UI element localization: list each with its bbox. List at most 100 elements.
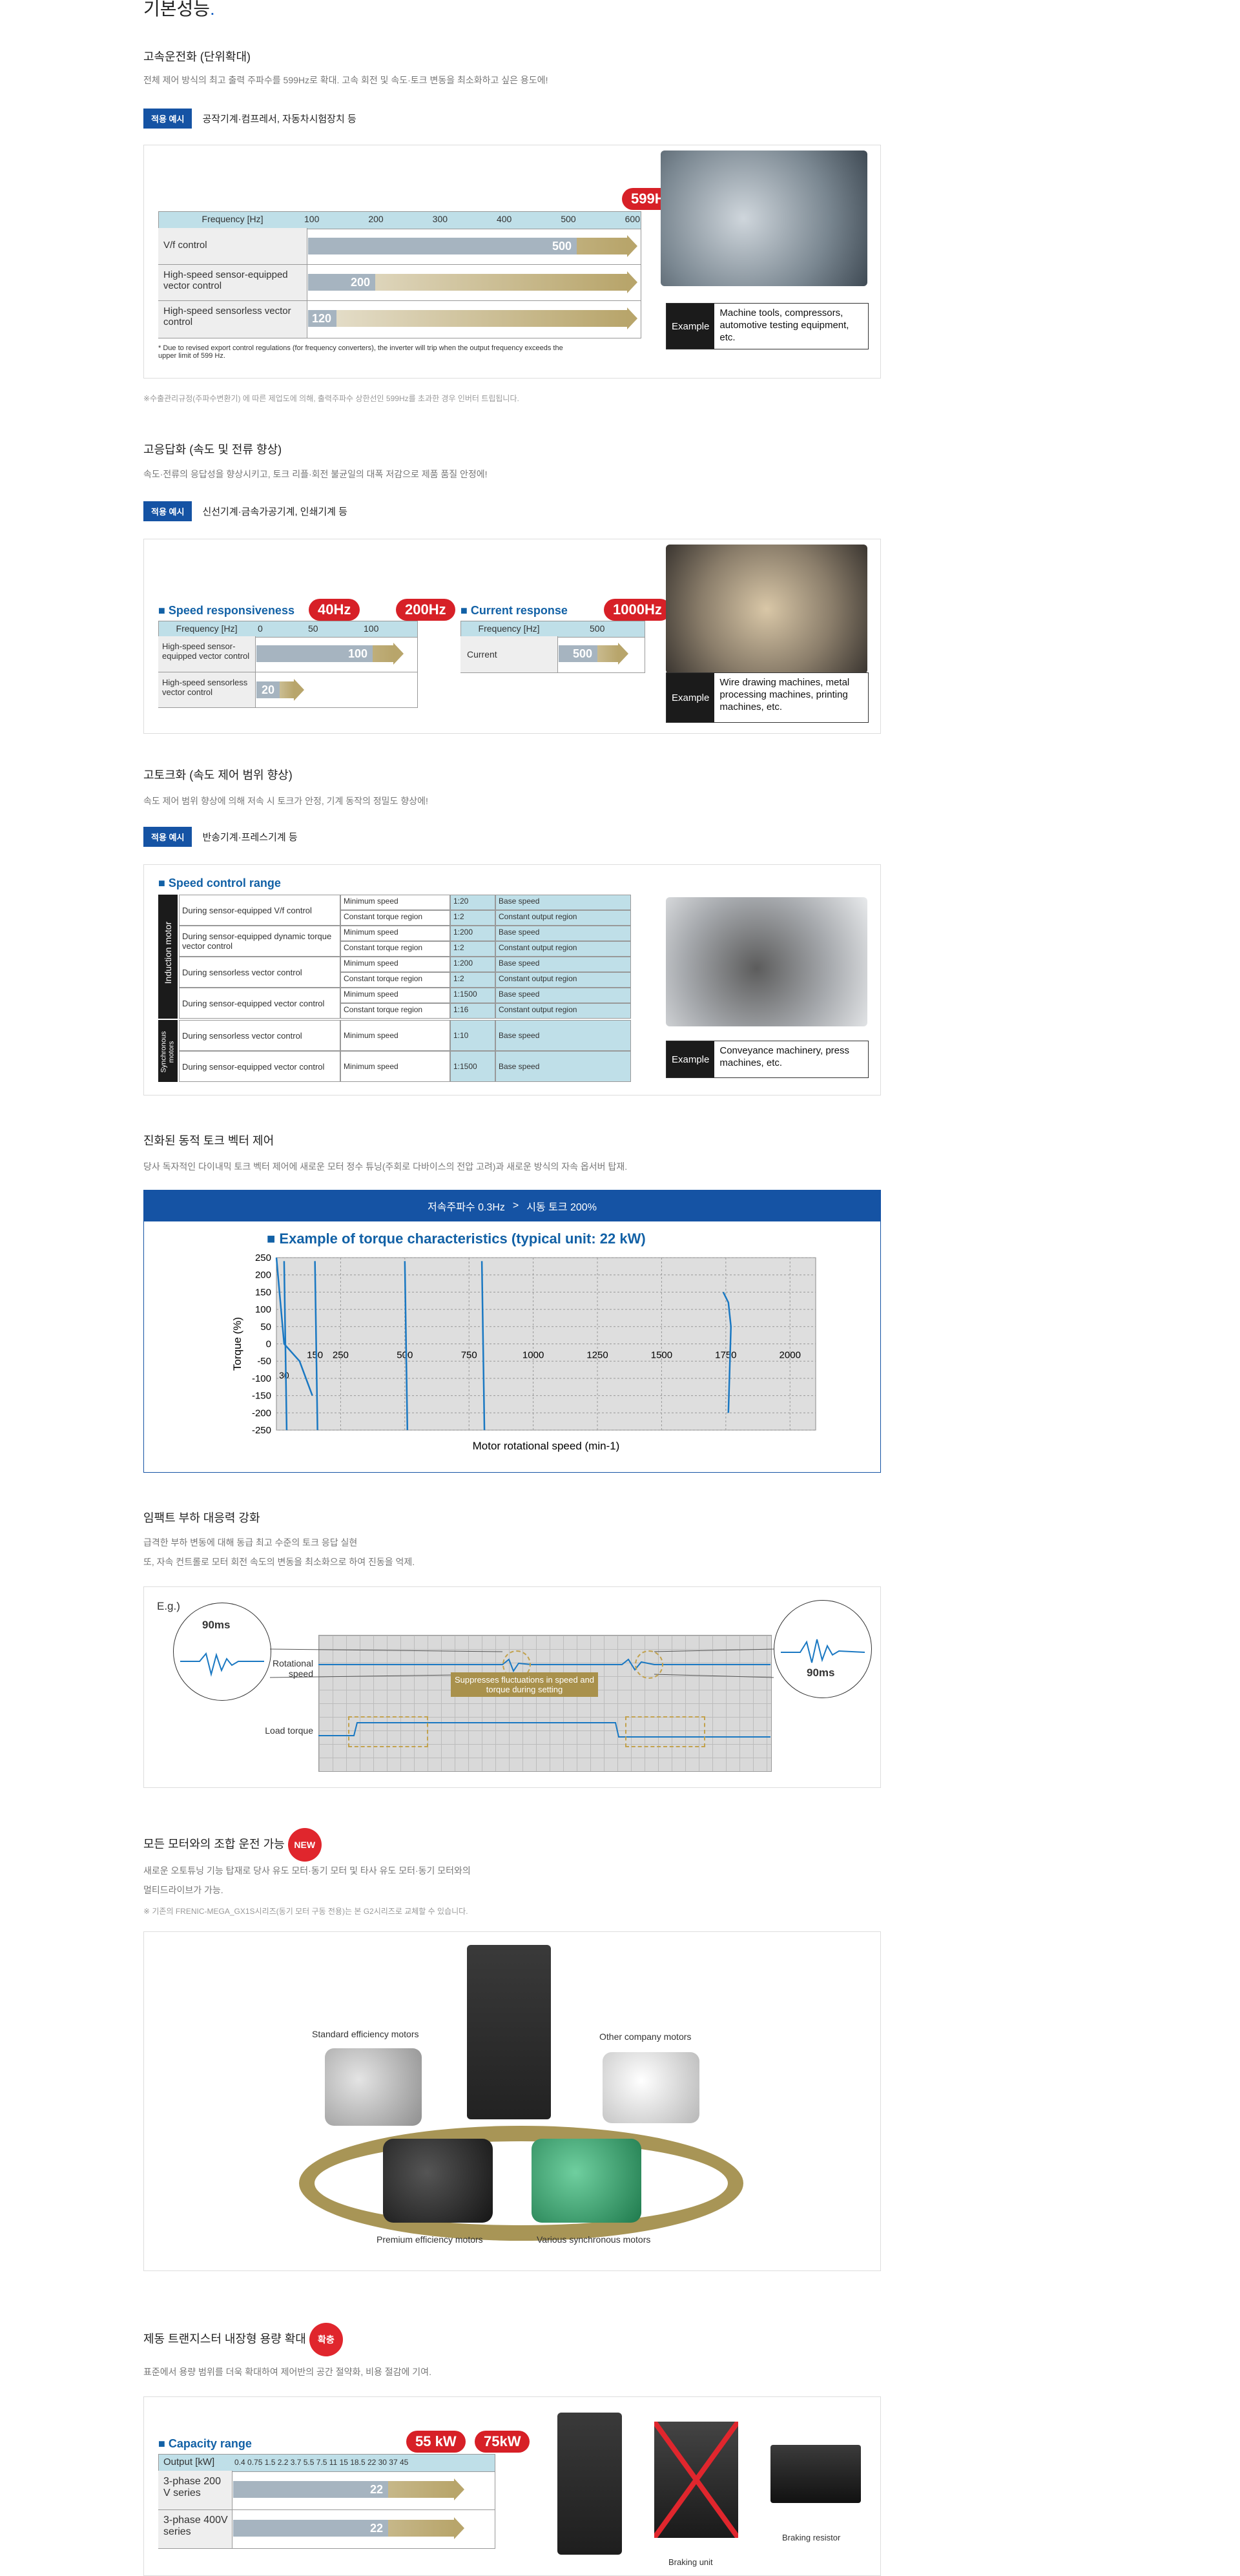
zoom-circle-right: 90ms bbox=[774, 1600, 872, 1698]
sec2-apply: 적용 예시 신선기계·금속가공기계, 인쇄기계 등 bbox=[143, 501, 347, 521]
example-text: Conveyance machinery, press machines, et… bbox=[719, 1045, 850, 1068]
badge-75kw: 75kW bbox=[475, 2431, 530, 2453]
sec2-apply-text: 신선기계·금속가공기계, 인쇄기계 등 bbox=[202, 506, 347, 517]
sec3-tag: 적용 예시 bbox=[143, 827, 192, 847]
cap-bar1: 22 bbox=[233, 2481, 388, 2498]
range-row-label: During sensorless vector control bbox=[179, 1020, 340, 1051]
example-label: Example bbox=[666, 673, 715, 722]
y-tick-label: 100 bbox=[255, 1304, 271, 1315]
capacity-title: ■ Capacity range bbox=[158, 2437, 252, 2450]
range-cell: Base speed bbox=[495, 1051, 631, 1082]
sec4-box: 저속주파수 0.3Hz > 시동 토크 200% ■ Example of to… bbox=[143, 1190, 881, 1473]
current-bar: 500 bbox=[559, 645, 597, 662]
group-induction: Induction motor bbox=[158, 895, 178, 1019]
sec6-note: ※ 기존의 FRENIC-MEGA_GX1S시리즈(동기 모터 구동 전용)는 … bbox=[143, 1907, 468, 1916]
cap-bar2: 22 bbox=[233, 2520, 388, 2537]
range-cell: Minimum speed bbox=[340, 1051, 450, 1082]
sec3-apply: 적용 예시 반송기계·프레스기계 등 bbox=[143, 827, 298, 847]
machine-tool-photo bbox=[661, 151, 867, 286]
example-text: Machine tools, compressors, automotive t… bbox=[719, 307, 849, 343]
sec1-tag: 적용 예시 bbox=[143, 109, 192, 129]
range-cell: 1:20 bbox=[450, 895, 495, 910]
premium-motor-image bbox=[383, 2139, 493, 2223]
range-cell: 1:2 bbox=[450, 910, 495, 926]
torque-series-line bbox=[314, 1261, 318, 1431]
speed-row1-label: High-speed sensor-equipped vector contro… bbox=[162, 641, 250, 661]
sec2-tag: 적용 예시 bbox=[143, 501, 192, 521]
lbl-sync: Various synchronous motors bbox=[537, 2234, 651, 2245]
range-cell: Base speed bbox=[495, 957, 631, 972]
range-cell: 1:200 bbox=[450, 957, 495, 972]
y-tick-label: -250 bbox=[252, 1425, 271, 1436]
sec6-title: 모든 모터와의 조합 운전 가능 NEW bbox=[143, 1828, 322, 1862]
cap-row2-label: 3-phase 400V series bbox=[163, 2515, 228, 2537]
current-labels bbox=[460, 636, 558, 672]
sec3-apply-text: 반송기계·프레스기계 등 bbox=[202, 832, 298, 843]
range-cell: 1:1500 bbox=[450, 988, 495, 1003]
torque-banner: 저속주파수 0.3Hz > 시동 토크 200% bbox=[144, 1190, 880, 1221]
x-tick-label: 1750 bbox=[715, 1350, 736, 1361]
cap-row1-label: 3-phase 200 V series bbox=[163, 2476, 221, 2498]
row-divider bbox=[158, 264, 641, 265]
sec3-example: Example Conveyance machinery, press mach… bbox=[666, 1041, 869, 1078]
x-axis-label: Motor rotational speed (min-1) bbox=[473, 1440, 620, 1452]
lbl-premium: Premium efficiency motors bbox=[377, 2234, 483, 2245]
sec1-ticks: 100 200 300 400 500 600 bbox=[304, 214, 640, 224]
tick: 0 bbox=[258, 623, 263, 634]
range-cell: Base speed bbox=[495, 988, 631, 1003]
other-motor-image bbox=[603, 2052, 699, 2123]
tick: 100 bbox=[364, 623, 379, 634]
badge-1000hz: 1000Hz bbox=[604, 599, 671, 621]
range-cell: Constant output region bbox=[495, 972, 631, 988]
y-tick-label: 0 bbox=[266, 1339, 271, 1350]
speed-title: ■ Speed responsiveness bbox=[158, 604, 294, 617]
y-tick-label: -150 bbox=[252, 1391, 271, 1402]
range-cell: Minimum speed bbox=[340, 988, 450, 1003]
range-cell: Minimum speed bbox=[340, 1020, 450, 1051]
suppress-note: Suppresses fluctuations in speed and tor… bbox=[451, 1672, 598, 1697]
x-tick-label: 30 bbox=[279, 1370, 289, 1380]
heading-dot: . bbox=[210, 0, 215, 19]
sec1-bar1: 500 bbox=[308, 238, 577, 254]
torque-series-line bbox=[283, 1261, 288, 1431]
cap-head-label: Output [kW] bbox=[163, 2457, 215, 2467]
range-cell: 1:1500 bbox=[450, 1051, 495, 1082]
row-divider bbox=[158, 2509, 495, 2510]
lbl-standard: Standard efficiency motors bbox=[312, 2029, 419, 2039]
sec1-bar2: 200 bbox=[308, 274, 375, 291]
current-head-label: Frequency [Hz] bbox=[478, 623, 540, 634]
sec1-table-labels bbox=[158, 228, 307, 338]
sync-motor-image bbox=[532, 2139, 641, 2223]
x-tick-label: 1250 bbox=[586, 1350, 608, 1361]
range-cell: 1:10 bbox=[450, 1020, 495, 1051]
tick: 50 bbox=[308, 623, 318, 634]
range-cell: Constant torque region bbox=[340, 910, 450, 926]
y-tick-label: -200 bbox=[252, 1407, 271, 1418]
sec5-desc2: 또, 자속 컨트롤로 모터 회전 속도의 변동을 최소화으로 하여 진동을 억제… bbox=[143, 1557, 415, 1567]
sec7-box: ■ Capacity range 55 kW 75kW Output [kW] … bbox=[143, 2396, 881, 2576]
sec1-head-label: Frequency [Hz] bbox=[202, 214, 264, 224]
capacity-title-text: Capacity range bbox=[168, 2437, 252, 2450]
rot-label: Rotational speed bbox=[272, 1658, 313, 1679]
tick: 600 bbox=[625, 214, 640, 224]
chevron-right-icon: > bbox=[512, 1200, 519, 1211]
speed-range-title-text: Speed control range bbox=[168, 877, 281, 889]
sec1-apply-text: 공작기계·컴프레서, 자동차시험장치 등 bbox=[202, 114, 356, 125]
range-row-label: During sensor-equipped vector control bbox=[179, 1051, 340, 1082]
x-tick-label: 750 bbox=[461, 1350, 477, 1361]
torque-chart-title: ■ Example of torque characteristics (typ… bbox=[267, 1231, 646, 1247]
speed-bar1: 100 bbox=[256, 645, 373, 662]
speed-head-label: Frequency [Hz] bbox=[176, 623, 238, 634]
sec7-title: 제동 트랜지스터 내장형 용량 확대 확충 bbox=[143, 2323, 343, 2356]
zoom-wave-left bbox=[180, 1652, 264, 1677]
x-tick-label: 1000 bbox=[522, 1350, 544, 1361]
torque-series-line bbox=[722, 1291, 732, 1413]
braking-unit-label: Braking unit bbox=[668, 2557, 713, 2567]
range-cell: Constant torque region bbox=[340, 1003, 450, 1019]
range-cell: Constant output region bbox=[495, 941, 631, 957]
ms-left: 90ms bbox=[202, 1619, 231, 1631]
conveyor-photo bbox=[666, 897, 867, 1026]
braking-resistor-image bbox=[770, 2445, 861, 2503]
sec4-desc: 당사 독자적인 다이내믹 토크 벡터 제어에 새로운 모터 정수 튜닝(주회로 … bbox=[143, 1161, 628, 1172]
